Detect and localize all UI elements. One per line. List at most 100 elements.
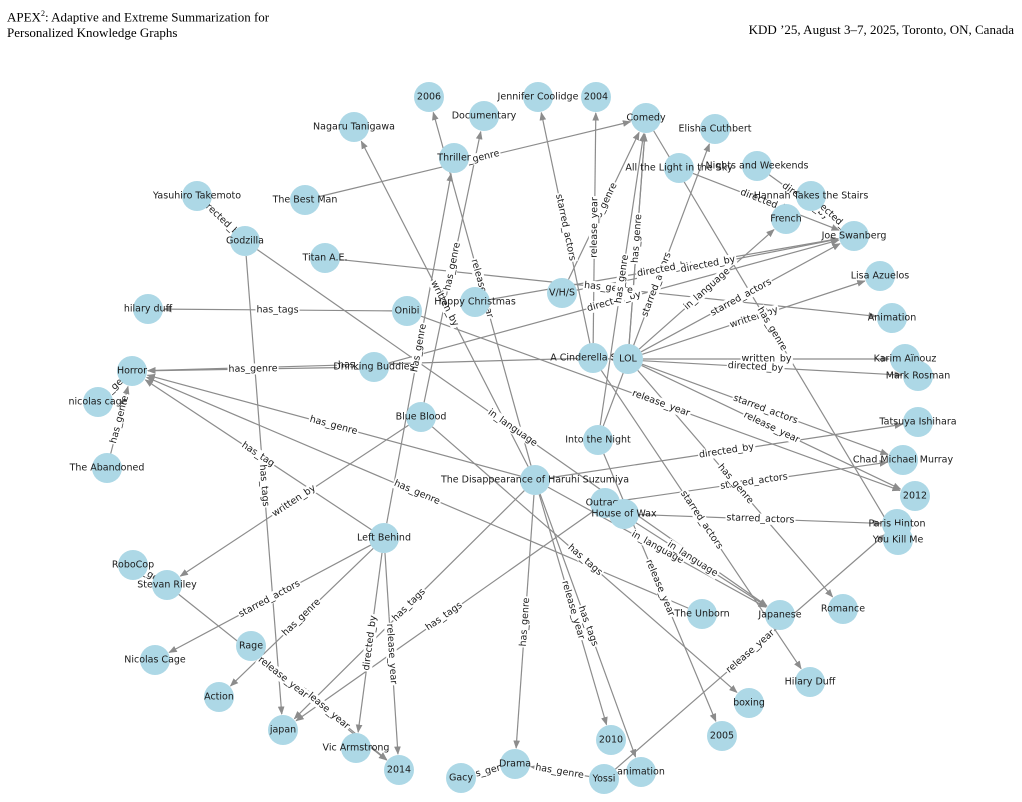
edge-label-background: [628, 528, 687, 567]
node-label-vicarmstrong: Vic Armstrong: [323, 743, 390, 754]
node-allthelight: [664, 153, 694, 183]
node-rage: [236, 631, 266, 661]
edge-label-background: [697, 441, 757, 461]
node-label-houseofwax: House of Wax: [591, 509, 657, 520]
edge-label-group: has_genre: [391, 477, 443, 508]
edge-label-group: in_language: [484, 406, 541, 450]
node-label-hilaryduff: hilary duff: [124, 304, 173, 315]
edge-label: has_tags: [257, 464, 271, 507]
node-japanese: [765, 600, 795, 630]
node-label-horror: Horror: [117, 366, 147, 377]
node-theunborn: [687, 599, 717, 629]
node-youkillme: [883, 525, 913, 555]
node-label-stevanriley: Stevan Riley: [137, 580, 197, 591]
edge-label-background: [707, 275, 775, 320]
node-label-leftbehind: Left Behind: [357, 533, 411, 544]
edge-label: directed_by: [728, 360, 784, 374]
edge-label-group: release_year: [255, 653, 311, 702]
node-yossi: [589, 764, 619, 794]
node-label-drama: Drama: [499, 759, 531, 770]
edge-label-background: [255, 653, 311, 702]
node-vhs: [547, 278, 577, 308]
node-label-hilaryduff: Hilary Duff: [785, 677, 836, 688]
node-label-yossi: Yossi: [592, 774, 616, 785]
edge-label-background: [681, 265, 734, 313]
node-titanae: [310, 243, 340, 273]
edge-label: directed_by: [698, 441, 755, 460]
edge-label: starred_actors: [553, 193, 578, 262]
node-nicolascage: [83, 387, 113, 417]
edge-label-background: [360, 613, 380, 673]
edge-label-background: [389, 585, 429, 625]
node-label-theabandoned: The Abandoned: [69, 463, 145, 474]
edge-label-background: [714, 461, 757, 508]
node-label-lisaazuelos: Lisa Azuelos: [851, 271, 910, 282]
edge-label-background: [558, 578, 588, 642]
node-label-hannahstairs: Hannah Takes the Stairs: [754, 191, 869, 202]
node-lisaazuelos: [865, 261, 895, 291]
node-drama: [500, 749, 530, 779]
edge-label-group: has_genre: [227, 363, 279, 375]
edge-label-background: [730, 392, 801, 427]
edge-label-group: release_year: [642, 557, 678, 620]
node-label-thriller: Thriller: [436, 153, 470, 164]
node-label-nightsweekends: Nights and Weekends: [706, 161, 809, 172]
node-label-jennifercoolidge: Jennifer Coolidge: [497, 92, 579, 103]
node-label-karimainouz: Karim Aïnouz: [874, 354, 937, 365]
node-label-markrosman: Mark Rosman: [886, 371, 950, 382]
edge-label: written_by: [270, 482, 318, 519]
edge-label: has_tags: [566, 542, 605, 578]
node-elishacuthbert: [700, 114, 730, 144]
edge-label: has_genre: [228, 363, 277, 375]
node-label-2014: 2014: [387, 765, 411, 776]
node-nightsweekends: [742, 151, 772, 181]
node-label-animation: Animation: [868, 313, 916, 324]
node-onibi: [392, 296, 422, 326]
node-label-intothenight: Into the Night: [565, 435, 631, 446]
edge-label-group: release_year: [588, 196, 601, 259]
edge-label-group: starred_actors: [236, 577, 304, 621]
node-label-cinderella: A Cinderella Story: [550, 353, 636, 364]
node-label-titanae: Titan A.E.: [301, 253, 347, 264]
edge-label-group: has_genre: [517, 596, 533, 648]
edge-label-group: has_genre: [441, 240, 464, 293]
node-joeswanberg: [839, 221, 869, 251]
edge-label-background: [227, 363, 279, 375]
node-markrosman: [903, 361, 933, 391]
edge-label-group: starred_actors: [552, 192, 579, 263]
node-documentary: [469, 101, 499, 131]
edge-label-group: has_tags: [389, 585, 429, 625]
edge-label: has_tags: [256, 304, 298, 315]
edge-label-group: directed_by: [697, 441, 757, 461]
edge-label-group: release_year: [723, 626, 778, 677]
node-theabandoned: [92, 453, 122, 483]
edge-label-group: has_tags: [256, 463, 272, 508]
edge-label-background: [552, 192, 579, 263]
edge-label-background: [441, 240, 464, 293]
node-label-youkillme: You Kill Me: [872, 535, 924, 546]
node-animation: [877, 303, 907, 333]
edge-label: directed_by: [361, 614, 379, 671]
node-stevanriley: [152, 570, 182, 600]
edge-label-background: [740, 353, 793, 365]
edge-label-background: [422, 599, 466, 634]
edge-label: release_year: [643, 558, 677, 618]
node-label-joeswanberg: Joe Swanberg: [821, 231, 887, 242]
node-label-action: Action: [204, 692, 234, 703]
edge-label-background: [677, 487, 726, 553]
node-yasuhirotakemoto: [182, 181, 212, 211]
title-rest: : Adaptive and Extreme Summarization for: [44, 9, 270, 25]
edge-label: in_language: [486, 407, 540, 449]
node-haruhi: [520, 465, 550, 495]
node-label-documentary: Documentary: [452, 111, 517, 122]
node-chadmurray: [888, 445, 918, 475]
edge-label-group: written_by: [269, 481, 320, 520]
node-leftbehind: [369, 523, 399, 553]
edge-label-background: [740, 409, 803, 446]
node-label-haruhi: The Disappearance of Haruhi Suzumiya: [440, 475, 629, 486]
node-gacy: [446, 763, 476, 793]
edge-label-background: [484, 406, 541, 450]
edge-label-background: [533, 761, 586, 782]
node-hilaryduff: [133, 294, 163, 324]
edge-label: has_genre: [392, 478, 442, 507]
